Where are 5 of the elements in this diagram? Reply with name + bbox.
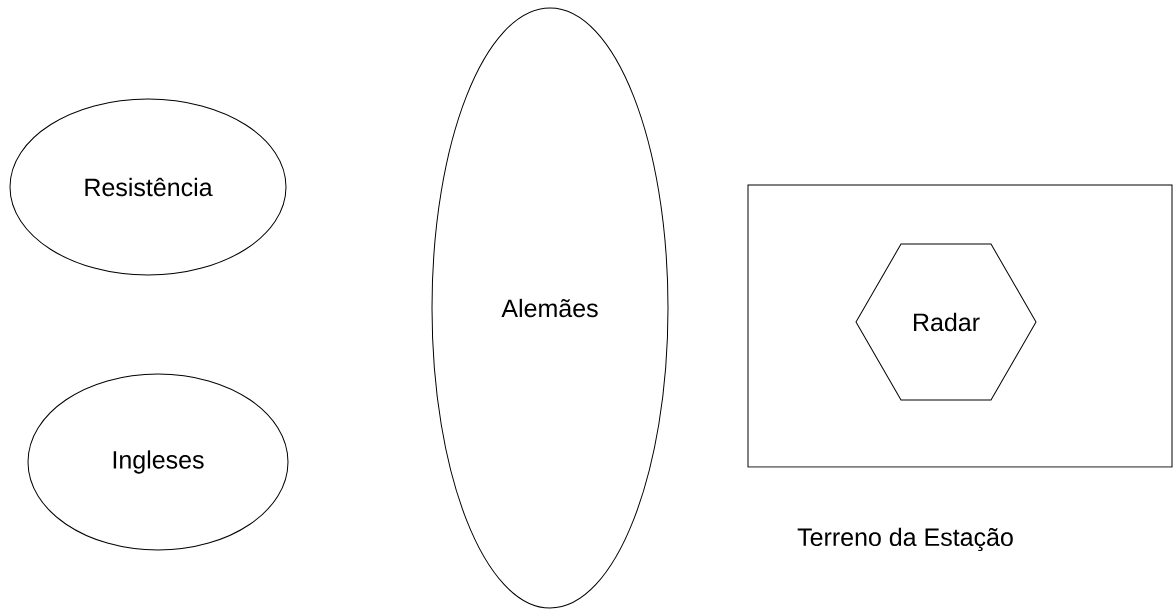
hexagon-node: Radar [855,243,1037,401]
node-label: Terreno da Estação [797,527,1013,552]
ellipse-node: Alemães [431,7,669,609]
ellipse-node: Resistência [9,98,287,276]
ellipse-node: Ingleses [27,373,289,551]
